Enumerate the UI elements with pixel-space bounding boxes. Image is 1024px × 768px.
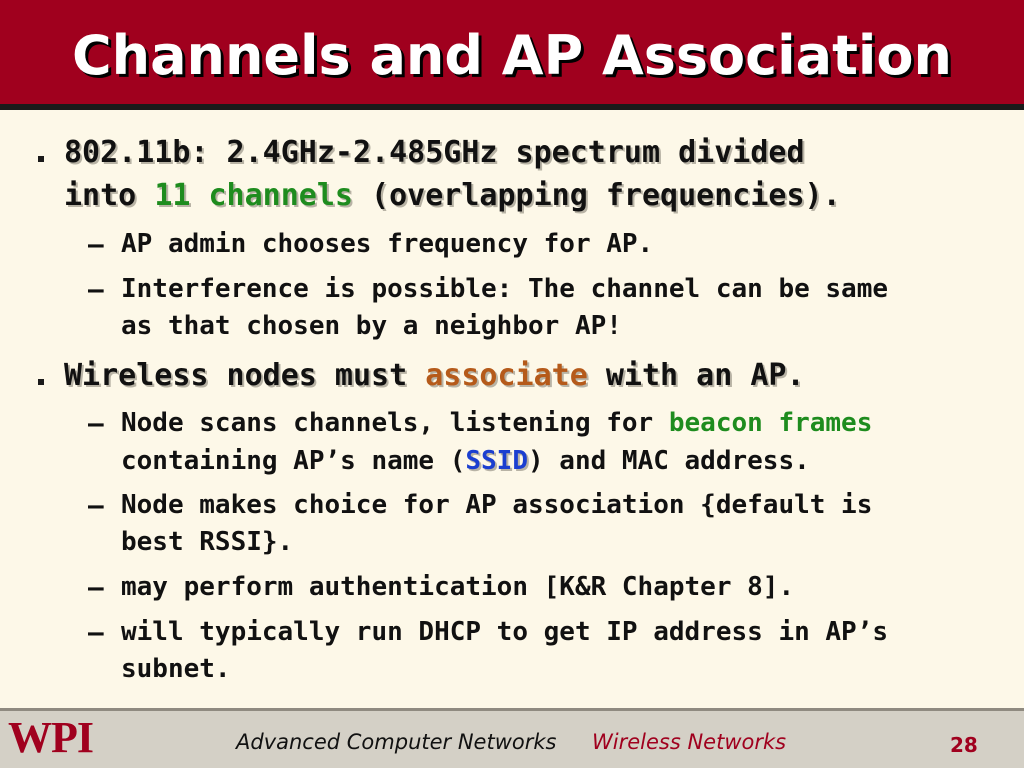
sub-bullet-line: as that chosen by a neighbor AP! <box>121 311 622 341</box>
highlight-ssid: SSID <box>465 446 528 476</box>
sub-bullet-line: Node makes choice for AP association {de… <box>121 490 873 520</box>
highlight-beacon-frames: beacon frames <box>668 408 873 438</box>
wpi-logo: WPI <box>8 713 94 762</box>
sub-bullet-dash: – <box>88 409 104 439</box>
bullet-line: 802.11b: 2.4GHz-2.485GHz spectrum divide… <box>64 135 805 170</box>
bullet-line: into 11 channels (overlapping frequencie… <box>64 178 841 213</box>
sub-bullet-dash: – <box>88 573 104 603</box>
footer-topic: Wireless Networks <box>592 730 787 754</box>
bullet-marker <box>38 156 44 162</box>
sub-bullet-line: AP admin chooses frequency for AP. <box>121 229 654 259</box>
sub-bullet-line: will typically run DHCP to get IP addres… <box>121 617 889 647</box>
slide-body: 802.11b: 2.4GHz-2.485GHz spectrum divide… <box>38 135 889 684</box>
sub-bullet-line: containing AP’s name (SSID) and MAC addr… <box>121 446 810 476</box>
sub-bullet-line: subnet. <box>121 654 231 684</box>
sub-bullet-line: best RSSI}. <box>121 527 294 557</box>
bullet-line: Wireless nodes must associate with an AP… <box>64 358 805 393</box>
slide-title: Channels and AP Association <box>72 24 952 87</box>
sub-bullet-line: may perform authentication [K&R Chapter … <box>121 572 795 602</box>
footer-course-name: Advanced Computer Networks <box>236 730 557 754</box>
bullet-marker <box>38 379 44 385</box>
sub-bullet-dash: – <box>88 491 104 521</box>
title-divider <box>0 104 1024 110</box>
highlight-associate: associate <box>425 358 588 393</box>
sub-bullet-line: Node scans channels, listening for beaco… <box>121 408 873 438</box>
highlight-11-channels: 11 channels <box>154 178 353 213</box>
sub-bullet-line: Interference is possible: The channel ca… <box>121 274 889 304</box>
sub-bullet-dash: – <box>88 618 104 648</box>
title-bar <box>0 0 1024 104</box>
page-number: 28 <box>950 733 978 757</box>
sub-bullet-dash: – <box>88 275 104 305</box>
sub-bullet-dash: – <box>88 230 104 260</box>
footer-bar <box>0 708 1024 768</box>
